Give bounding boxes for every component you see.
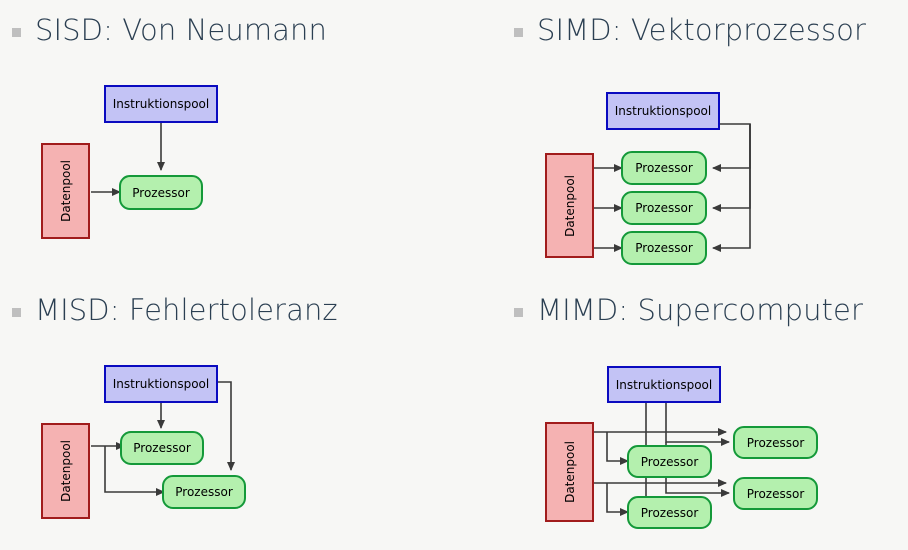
node-processor-1: Prozessor xyxy=(119,175,203,210)
connector-layer-misd xyxy=(91,381,235,496)
diagram-sisd: Instruktionspool Datenpool Prozessor xyxy=(0,0,454,270)
bullet-square-icon xyxy=(12,308,21,317)
heading-mimd: MIMD: Supercomputer xyxy=(514,296,863,325)
diagram-mimd: Instruktionspool Datenpool Prozessor Pro… xyxy=(454,280,908,550)
node-label: Prozessor xyxy=(746,435,805,450)
node-label: Prozessor xyxy=(175,485,233,499)
quadrant-mimd: MIMD: Supercomputer xyxy=(454,280,908,550)
heading-text: MISD: Fehlertoleranz xyxy=(35,293,338,327)
quadrant-simd: SIMD: Vektorprozessor Instruktions xyxy=(454,0,908,270)
node-label: Prozessor xyxy=(746,486,805,501)
node-instruction-pool: Instruktionspool xyxy=(606,92,720,130)
heading-text: SISD: Von Neumann xyxy=(35,13,328,47)
node-processor-1: Prozessor xyxy=(621,151,707,185)
node-processor-left-2: Prozessor xyxy=(627,496,712,529)
quadrant-misd: MISD: Fehlertoleranz Instruktionsp xyxy=(0,280,454,550)
node-label: Prozessor xyxy=(635,241,693,255)
connector-layer-simd xyxy=(593,123,751,252)
node-label: Datenpool xyxy=(58,160,73,222)
node-instruction-pool: Instruktionspool xyxy=(607,366,721,403)
heading-misd: MISD: Fehlertoleranz xyxy=(12,296,338,325)
node-processor-2: Prozessor xyxy=(621,191,707,225)
node-label: Instruktionspool xyxy=(615,377,713,392)
node-instruction-pool: Instruktionspool xyxy=(104,85,218,123)
heading-simd: SIMD: Vektorprozessor xyxy=(514,16,866,45)
heading-text: SIMD: Vektorprozessor xyxy=(537,13,867,47)
node-label: Datenpool xyxy=(562,441,577,503)
node-label: Datenpool xyxy=(562,174,577,237)
node-instruction-pool: Instruktionspool xyxy=(104,365,218,403)
arrow-instr-to-proc-3 xyxy=(712,124,751,252)
heading-sisd: SISD: Von Neumann xyxy=(12,16,327,45)
arrow-instr-to-proc-2 xyxy=(712,124,751,212)
node-data-pool: Datenpool xyxy=(545,153,594,258)
node-label: Prozessor xyxy=(132,185,190,200)
node-data-pool: Datenpool xyxy=(545,422,594,522)
node-label: Prozessor xyxy=(640,454,699,469)
node-processor-left-1: Prozessor xyxy=(627,445,712,478)
node-label: Instruktionspool xyxy=(112,377,210,391)
node-label: Prozessor xyxy=(133,441,191,455)
node-processor-right-2: Prozessor xyxy=(733,477,818,510)
node-data-pool: Datenpool xyxy=(41,143,90,239)
node-processor-2: Prozessor xyxy=(162,475,246,509)
diagram-simd: Instruktionspool Datenpool Prozessor Pro… xyxy=(454,0,908,270)
node-data-pool: Datenpool xyxy=(41,423,90,519)
node-label: Prozessor xyxy=(640,505,699,520)
arrow-data-to-proc-2 xyxy=(104,446,165,496)
connector-layer-sisd xyxy=(91,123,165,196)
node-label: Instruktionspool xyxy=(614,104,712,118)
arrow-instr-to-proc-2 xyxy=(218,381,235,471)
quadrant-sisd: SISD: Von Neumann Instruktionspool Daten… xyxy=(0,0,454,270)
node-label: Prozessor xyxy=(635,201,693,215)
arrow-instr-to-proc-1 xyxy=(712,123,751,172)
node-label: Instruktionspool xyxy=(112,97,210,111)
bullet-square-icon xyxy=(514,308,523,317)
node-processor-right-1: Prozessor xyxy=(733,426,818,459)
diagram-misd: Instruktionspool Datenpool Prozessor Pro… xyxy=(0,280,454,550)
node-label: Datenpool xyxy=(58,440,73,502)
node-processor-1: Prozessor xyxy=(120,431,204,465)
bullet-square-icon xyxy=(514,28,523,37)
arrow-data-to-left-proc-2 xyxy=(606,483,629,516)
arrow-data-to-left-proc-1 xyxy=(606,432,629,465)
bullet-square-icon xyxy=(12,28,21,37)
heading-text: MIMD: Supercomputer xyxy=(537,293,863,327)
node-label: Prozessor xyxy=(635,161,693,175)
node-processor-3: Prozessor xyxy=(621,231,707,265)
